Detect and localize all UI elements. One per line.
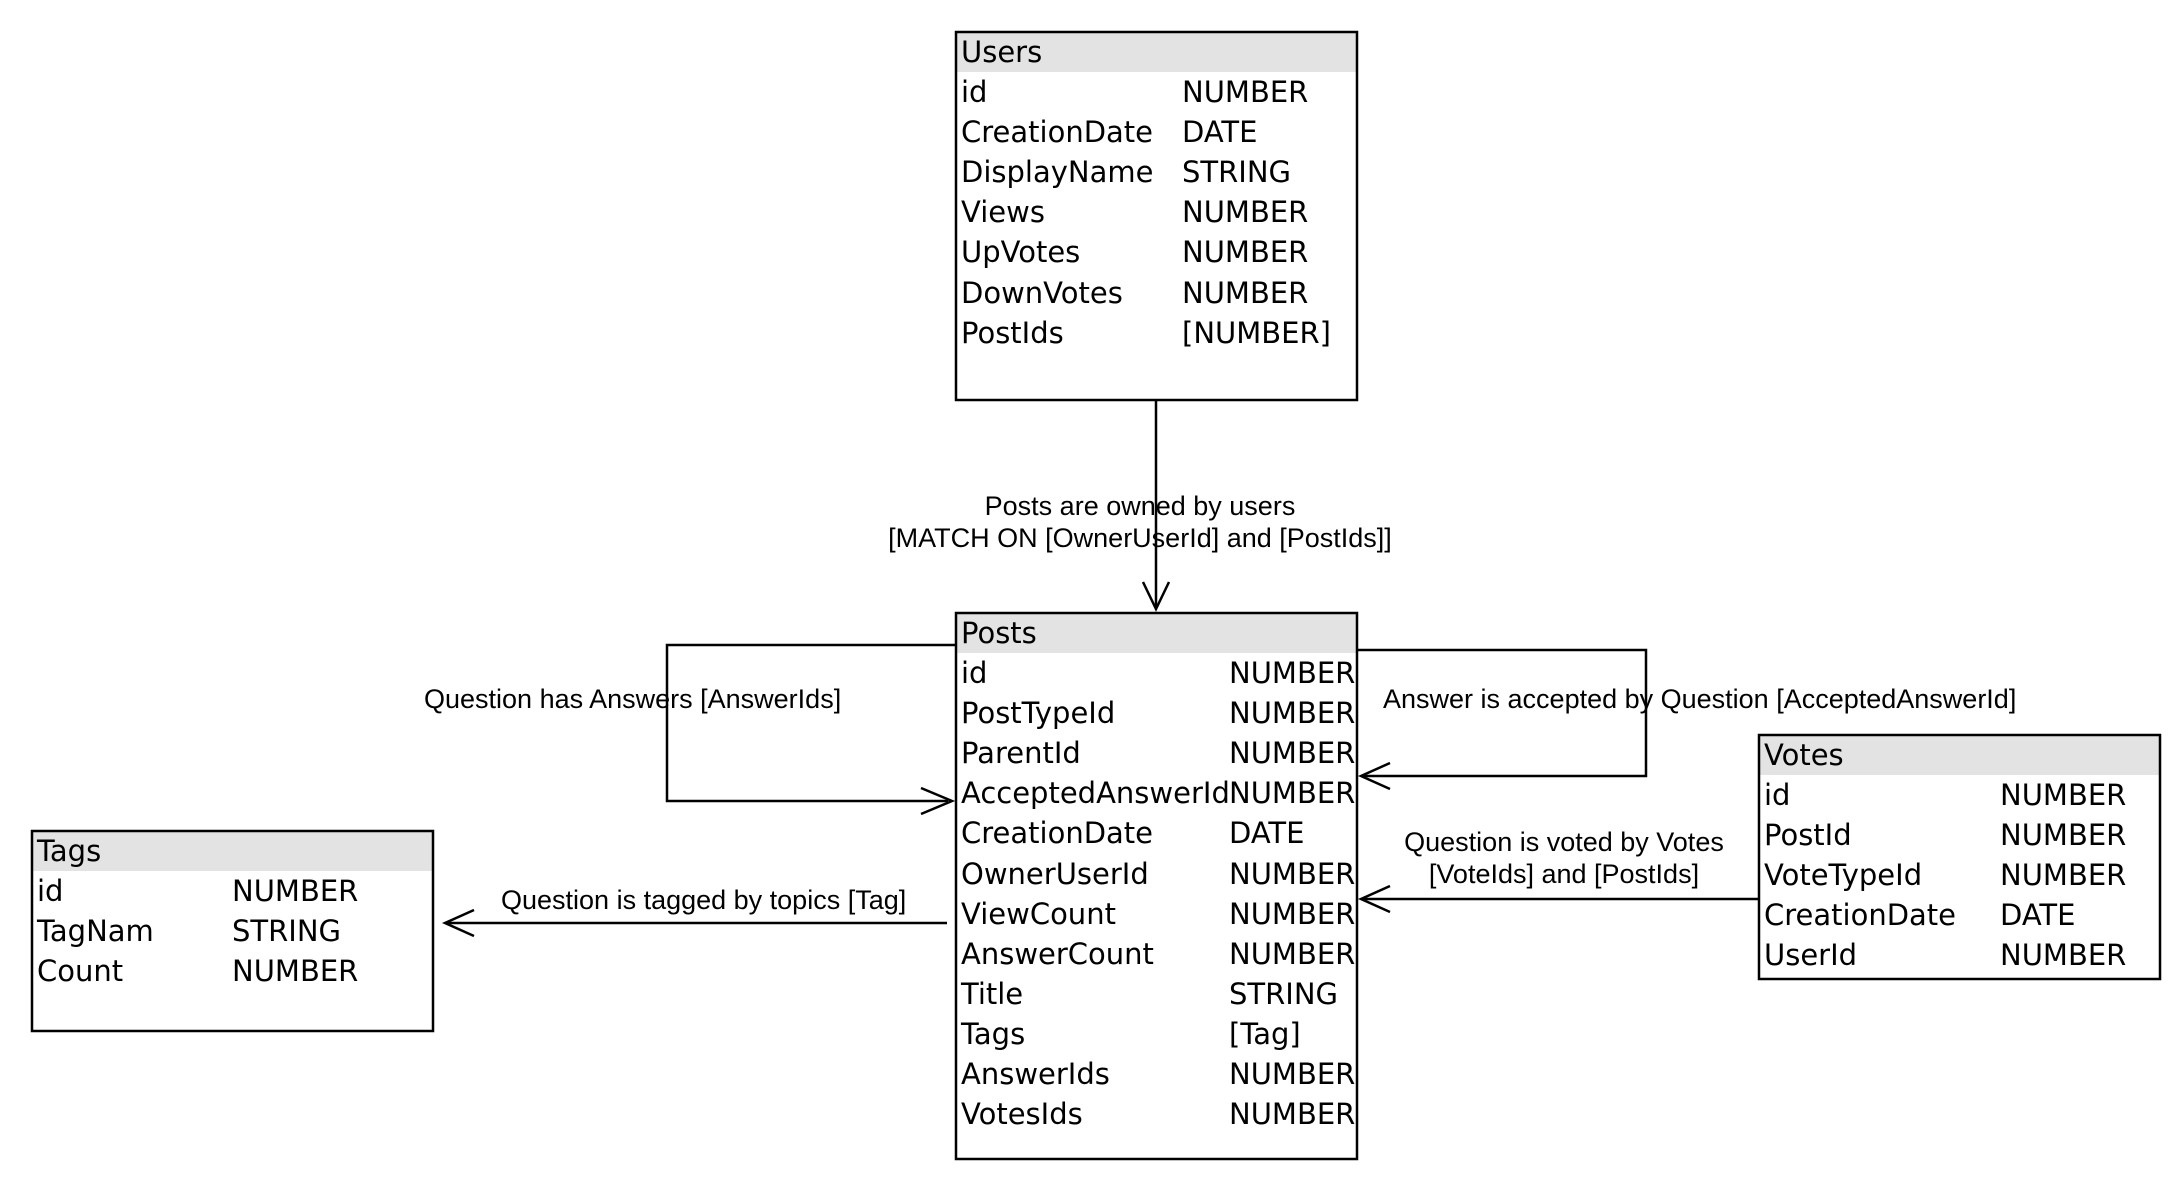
answer-accepted-arrowhead xyxy=(1357,761,1391,791)
field-name: id xyxy=(1764,778,1790,812)
entity-users-title: Users xyxy=(961,35,1042,69)
entity-posts-title: Posts xyxy=(961,616,1037,650)
users-posts-arrowhead xyxy=(1141,581,1171,612)
entity-posts-box xyxy=(954,611,1359,1161)
field-type: NUMBER xyxy=(1182,75,1308,109)
entity-tags: Tags id NUMBER TagNam STRING Count NUMBE… xyxy=(30,829,435,1033)
field-type: DATE xyxy=(1229,816,1304,850)
entity-votes-fields: id NUMBER PostId NUMBER VoteTypeId NUMBE… xyxy=(1764,778,2126,972)
question-answers-label: Question has Answers [AnswerIds] xyxy=(424,684,841,714)
field-name: id xyxy=(37,874,63,908)
tags-posts-arrowhead xyxy=(441,908,475,938)
field-type: NUMBER xyxy=(1229,776,1355,810)
field-name: Tags xyxy=(960,1017,1025,1051)
field-type: NUMBER xyxy=(2000,858,2126,892)
field-name: Count xyxy=(37,954,123,988)
answer-accepted-loop xyxy=(1357,648,1648,778)
field-type: NUMBER xyxy=(1229,1097,1355,1131)
field-type: NUMBER xyxy=(1229,696,1355,730)
votes-posts-label-line1: Question is voted by Votes xyxy=(1404,827,1724,857)
field-type: NUMBER xyxy=(2000,818,2126,852)
field-name: PostIds xyxy=(961,316,1064,350)
field-name: AnswerCount xyxy=(961,937,1154,971)
field-name: id xyxy=(961,656,987,690)
entity-tags-fields: id NUMBER TagNam STRING Count NUMBER xyxy=(36,874,358,988)
entity-votes-box xyxy=(1757,733,2162,981)
field-name: AnswerIds xyxy=(961,1057,1110,1091)
field-type: NUMBER xyxy=(232,874,358,908)
field-name: DisplayName xyxy=(961,155,1153,189)
field-type: STRING xyxy=(1182,155,1291,189)
field-type: NUMBER xyxy=(1182,276,1308,310)
entity-posts-header-fill xyxy=(956,613,1357,653)
entity-users-fields: id NUMBER CreationDate DATE DisplayName … xyxy=(961,75,1331,350)
entity-votes-title: Votes xyxy=(1764,738,1844,772)
relationship-labels: Posts are owned by users [MATCH ON [Owne… xyxy=(424,491,2016,915)
field-type: STRING xyxy=(1229,977,1338,1011)
field-type: NUMBER xyxy=(1229,1057,1355,1091)
field-type: NUMBER xyxy=(1229,937,1355,971)
field-name: VoteTypeId xyxy=(1764,858,1922,892)
field-name: OwnerUserId xyxy=(961,857,1149,891)
field-name: CreationDate xyxy=(961,115,1153,149)
entity-posts: Posts id NUMBER PostTypeId NUMBER Parent… xyxy=(954,611,1359,1161)
field-name: Views xyxy=(961,195,1045,229)
connectors xyxy=(441,400,1759,938)
field-name: PostId xyxy=(1764,818,1852,852)
votes-posts-arrowhead xyxy=(1357,884,1391,914)
field-type: DATE xyxy=(1182,115,1257,149)
field-type: NUMBER xyxy=(1182,235,1308,269)
field-type: NUMBER xyxy=(232,954,358,988)
field-name: PostTypeId xyxy=(961,696,1115,730)
field-name: Title xyxy=(960,977,1023,1011)
field-type: NUMBER xyxy=(1182,195,1308,229)
entity-users-header-fill xyxy=(956,32,1357,72)
field-type: STRING xyxy=(232,914,341,948)
field-name: TagNam xyxy=(36,914,154,948)
field-name: VotesIds xyxy=(961,1097,1083,1131)
users-posts-label-line2: [MATCH ON [OwnerUserId] and [PostIds]] xyxy=(888,523,1392,553)
entity-tags-header-fill xyxy=(32,831,433,871)
field-name: UserId xyxy=(1764,938,1857,972)
question-answers-arrowhead xyxy=(920,786,956,816)
entity-votes: Votes id NUMBER PostId NUMBER VoteTypeId… xyxy=(1757,733,2162,981)
field-type: NUMBER xyxy=(2000,938,2126,972)
answer-accepted-label: Answer is accepted by Question [Accepted… xyxy=(1383,684,2016,714)
field-name: UpVotes xyxy=(961,235,1080,269)
entity-tags-box xyxy=(30,829,435,1033)
users-posts-label-line1: Posts are owned by users xyxy=(985,491,1296,521)
field-type: NUMBER xyxy=(1229,897,1355,931)
field-name: AcceptedAnswerId xyxy=(961,776,1230,810)
entity-votes-header-fill xyxy=(1759,735,2160,775)
field-name: DownVotes xyxy=(961,276,1123,310)
tags-posts-label: Question is tagged by topics [Tag] xyxy=(501,885,906,915)
field-type: [NUMBER] xyxy=(1182,316,1331,350)
entity-posts-fields: id NUMBER PostTypeId NUMBER ParentId NUM… xyxy=(960,656,1355,1131)
field-name: CreationDate xyxy=(1764,898,1956,932)
entity-tags-title: Tags xyxy=(36,834,101,868)
field-name: ParentId xyxy=(961,736,1081,770)
field-name: CreationDate xyxy=(961,816,1153,850)
field-type: NUMBER xyxy=(1229,857,1355,891)
field-type: [Tag] xyxy=(1229,1017,1301,1051)
field-type: NUMBER xyxy=(1229,656,1355,690)
votes-posts-label-line2: [VoteIds] and [PostIds] xyxy=(1429,859,1699,889)
field-name: id xyxy=(961,75,987,109)
field-type: NUMBER xyxy=(1229,736,1355,770)
entity-users: Users id NUMBER CreationDate DATE Displa… xyxy=(954,30,1359,402)
field-type: DATE xyxy=(2000,898,2075,932)
field-name: ViewCount xyxy=(961,897,1116,931)
question-answers-loop xyxy=(665,643,956,803)
field-type: NUMBER xyxy=(2000,778,2126,812)
